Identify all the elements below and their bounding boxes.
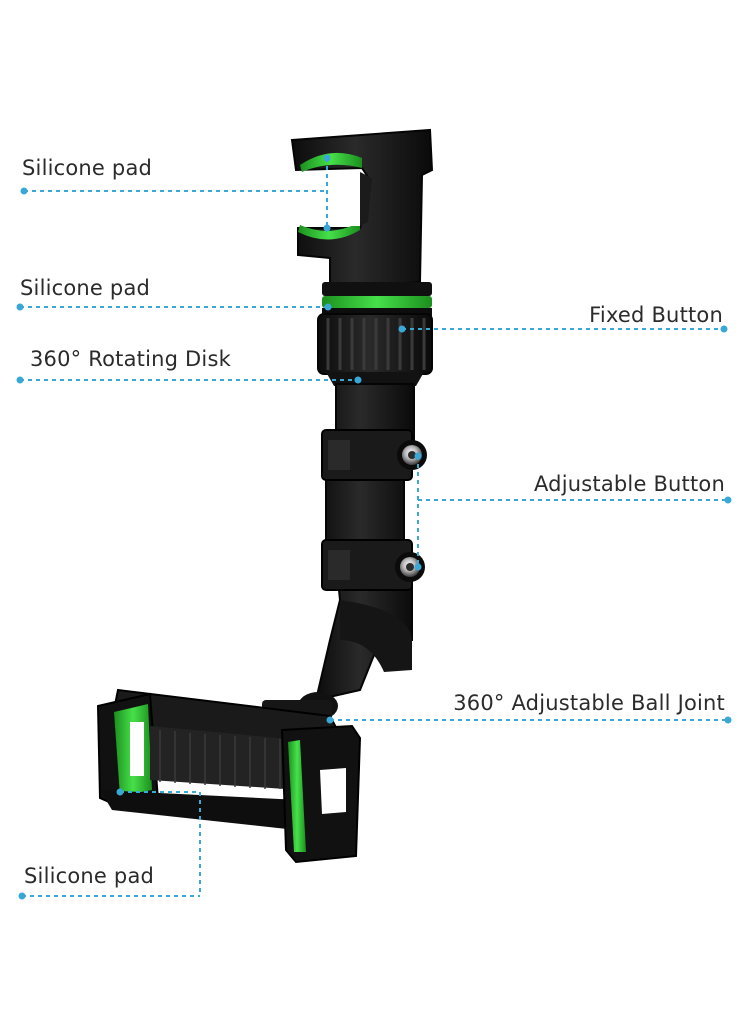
arm [314,383,415,702]
label-adjustable-button: Adjustable Button [533,472,725,496]
label-rotating-disk: 360° Rotating Disk [30,347,231,371]
bottom-cradle [96,688,362,864]
rotating-disk [317,313,433,386]
label-silicone-pad-mid: Silicone pad [20,276,151,300]
neck-collar [322,282,432,316]
adjustable-buttons [395,440,427,582]
top-clamp [290,128,434,292]
label-fixed-button: Fixed Button [589,303,723,327]
label-silicone-pad-bottom: Silicone pad [24,864,155,888]
label-ball-joint: 360° Adjustable Ball Joint [453,691,725,715]
callout-lines [20,158,728,897]
callout-dots [16,154,732,900]
label-silicone-pad-top: Silicone pad [22,156,153,180]
